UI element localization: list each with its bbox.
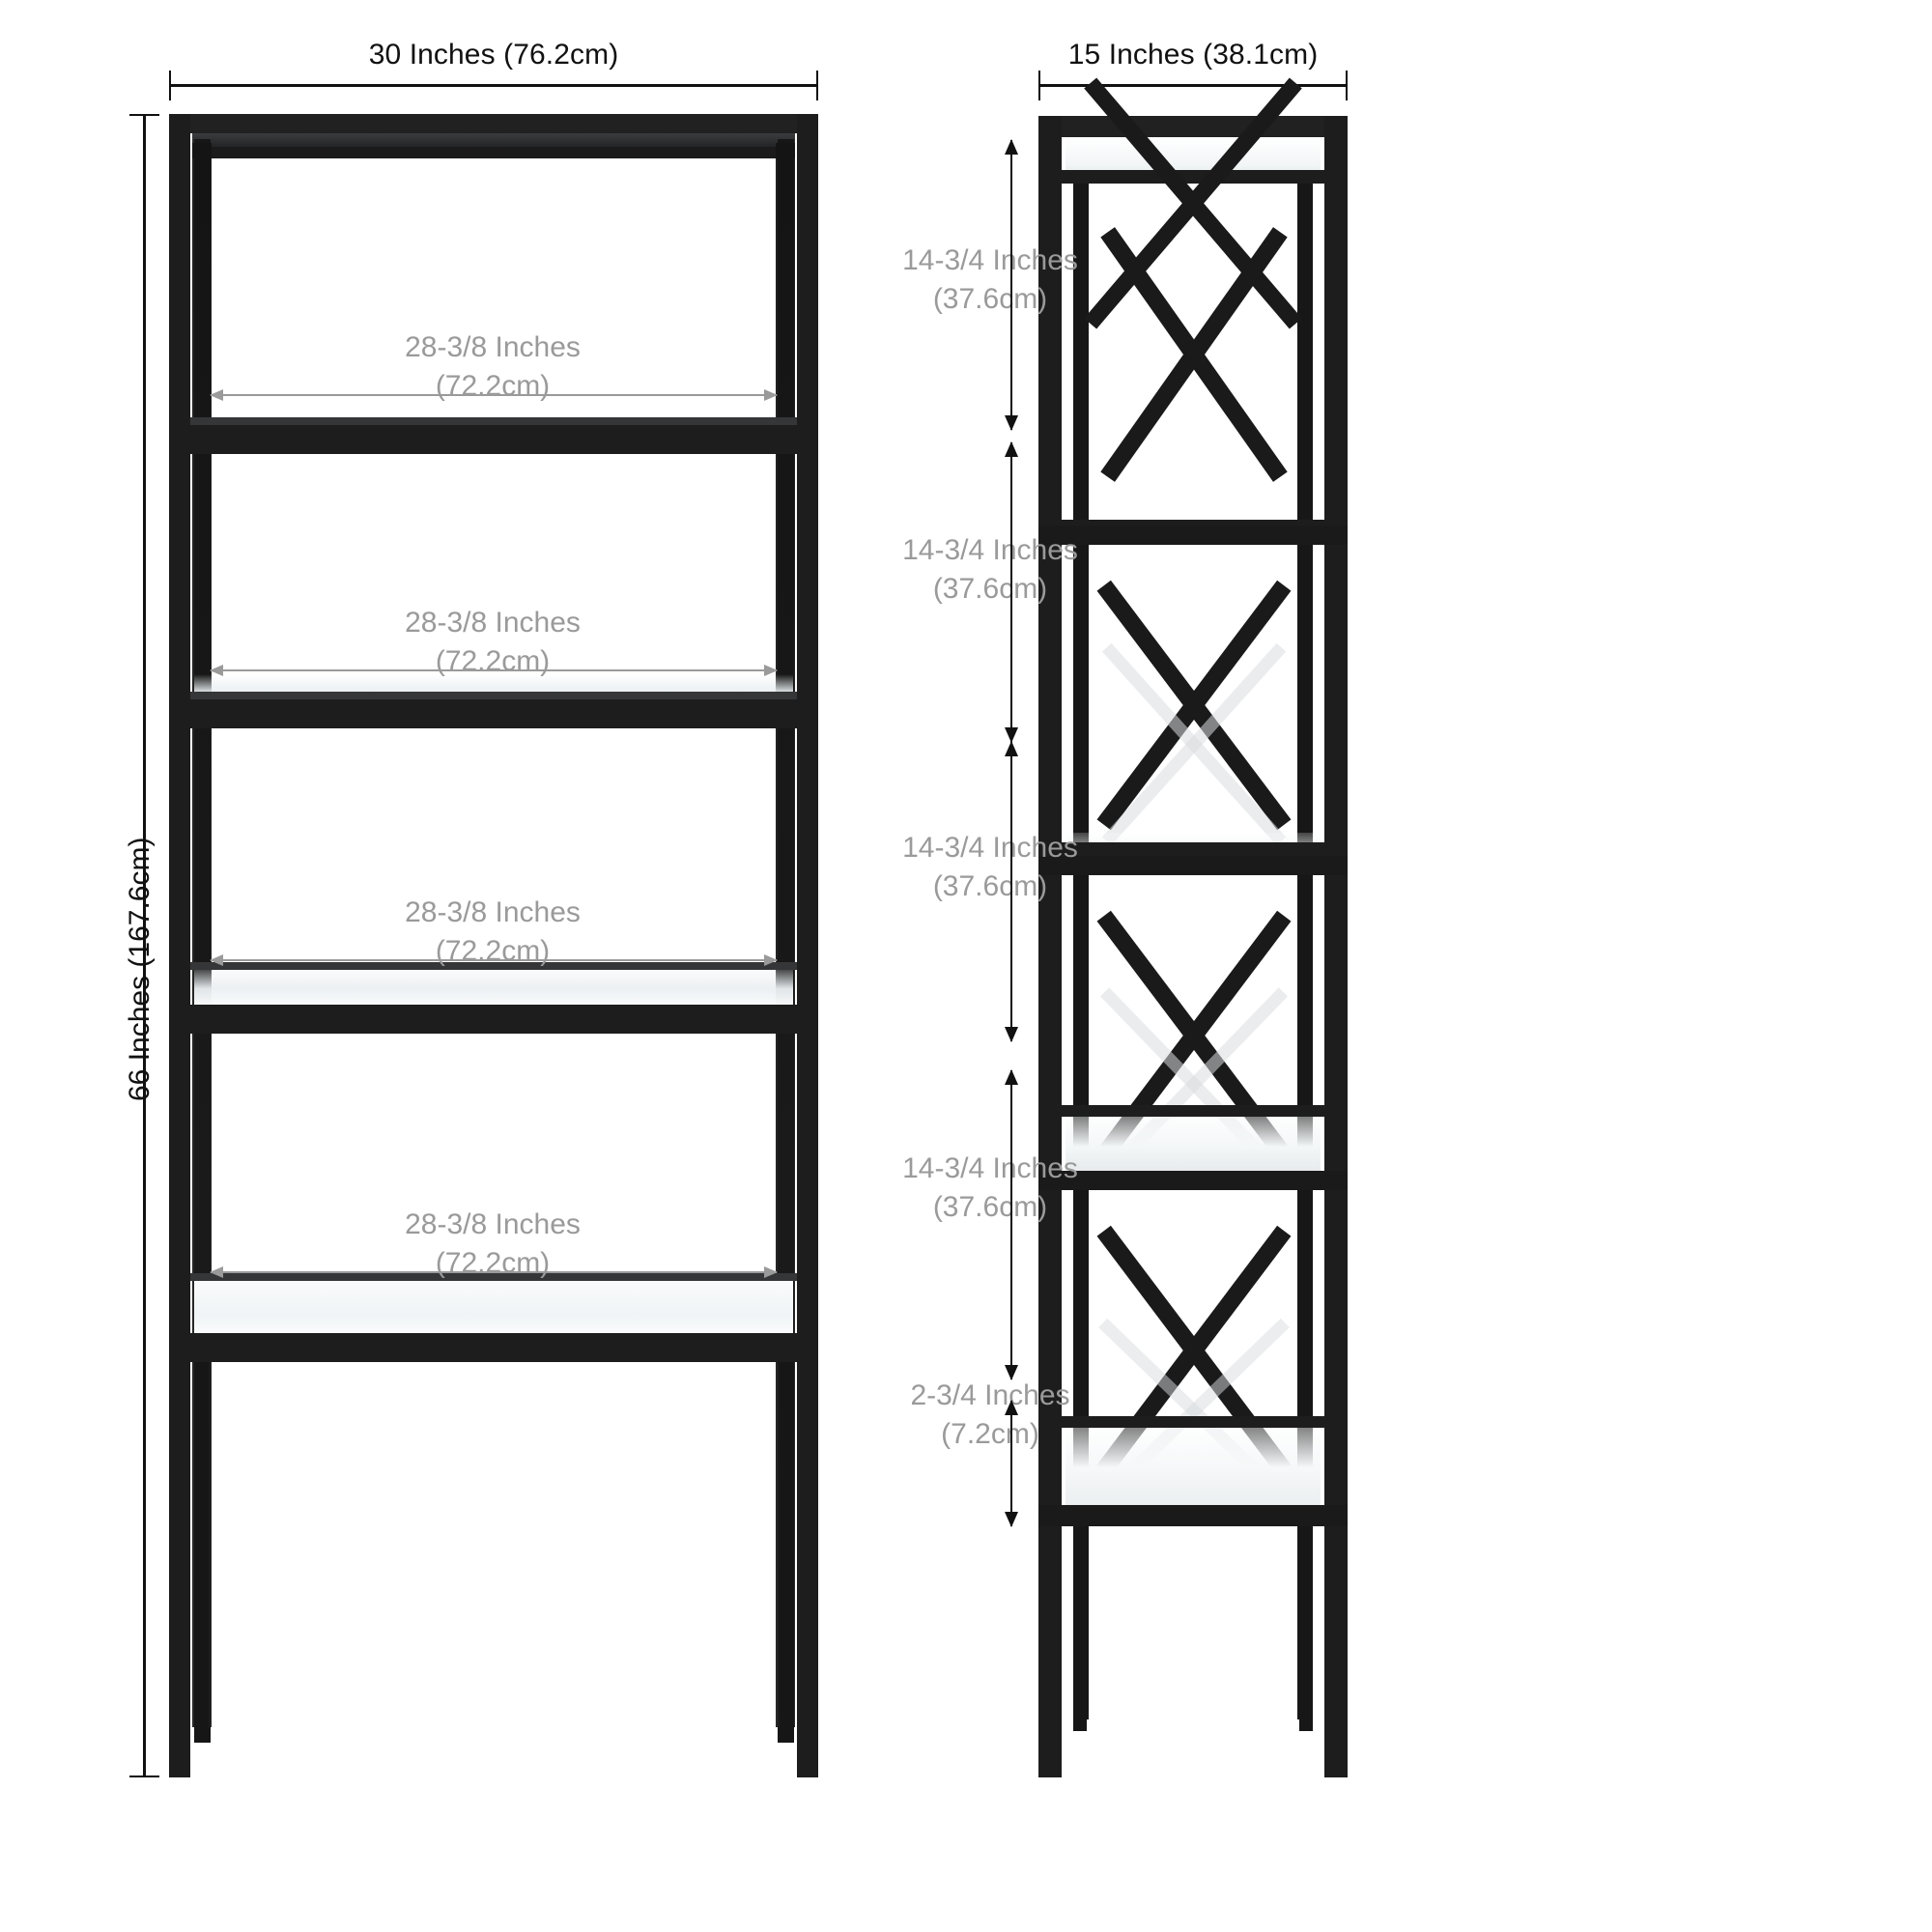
front-shelf-width-cm-3: (72.2cm) [435,934,551,967]
overall-depth-dimension-line [1038,84,1348,87]
front-shelf-width-cm-1: (72.2cm) [435,369,551,402]
front-shelf-width-inches-2: 28-3/8 Inches [405,607,581,639]
rear-left-leg [194,1362,209,1743]
front-shelf-width-label-2: 28-3/8 Inches (72.2cm) [285,604,700,680]
front-shelf-width-arrow-2 [210,665,778,676]
side-shelf-height-cm-2: (37.6cm) [932,572,1048,605]
front-shelf-width-inches-3: 28-3/8 Inches [405,896,581,928]
side-shelf-height-label-4: 14-3/4 Inches (37.6cm) [831,1150,1150,1226]
side-shelf-height-arrow-2 [1005,441,1018,743]
top-shelf-glass [192,133,795,147]
shelf-2-top-edge [190,417,797,425]
side-left-leg [1038,1526,1062,1777]
front-shelf-width-label-3: 28-3/8 Inches (72.2cm) [285,894,700,970]
side-shelf-height-inches-2: 14-3/4 Inches [902,534,1078,566]
side-shelf-3-rail [1062,842,1324,856]
side-shelf-height-label-2: 14-3/4 Inches (37.6cm) [831,531,1150,608]
side-left-inner-post [1073,174,1089,1719]
side-leg-clearance-cm: (7.2cm) [941,1417,1039,1450]
side-left-post [1038,116,1062,1777]
side-shelf-height-inches-4: 14-3/4 Inches [902,1152,1078,1184]
shelf-4-rail [169,1005,818,1034]
overall-height-dimension-line [143,114,146,1777]
side-shelf-height-label-3: 14-3/4 Inches (37.6cm) [831,829,1150,905]
side-right-inner-post [1297,174,1313,1719]
side-view-bookcase [1038,77,1348,1777]
shelf-4-glass [194,964,793,1009]
front-shelf-width-arrow-3 [210,954,778,966]
side-shelf-3-front-rail [1038,856,1348,875]
side-shelf-5-glass [1065,1422,1321,1505]
side-top-rail [1038,116,1348,137]
side-right-inner-leg [1299,1526,1313,1731]
shelf-5-rail [169,1333,818,1362]
depth-tick-left [1038,71,1040,100]
front-shelf-width-inches-4: 28-3/8 Inches [405,1208,581,1240]
overall-width-dimension-line [169,84,818,87]
side-shelf-height-label-1: 14-3/4 Inches (37.6cm) [831,242,1150,318]
front-shelf-width-cm-4: (72.2cm) [435,1246,551,1279]
side-leg-clearance-label: 2-3/4 Inches (7.2cm) [831,1377,1150,1453]
side-shelf-5-rail [1062,1416,1324,1428]
shelf-5-top-edge [190,1273,797,1281]
front-view-bookcase [169,114,818,1777]
side-shelf-4-front-rail [1038,1171,1348,1190]
side-shelf-4-rail [1062,1105,1324,1117]
side-shelf-height-arrow-4 [1005,1069,1018,1380]
side-left-inner-leg [1073,1526,1087,1731]
front-shelf-width-arrow-1 [210,389,778,401]
width-tick-left [169,71,171,100]
shelf-3-top-edge [190,692,797,699]
side-shelf-height-inches-3: 14-3/4 Inches [902,832,1078,864]
front-right-leg [797,1362,818,1777]
top-shelf-front-edge [192,147,795,158]
side-shelf-height-cm-3: (37.6cm) [932,869,1048,902]
height-tick-top [129,114,159,116]
rear-right-leg [780,1362,794,1743]
side-shelf-1-rail [1062,170,1324,184]
side-shelf-height-inches-1: 14-3/4 Inches [902,244,1078,276]
side-shelf-height-cm-1: (37.6cm) [932,282,1048,315]
overall-depth-label: 15 Inches (38.1cm) [1067,39,1319,71]
overall-height-label: 66 Inches (167.6cm) [124,837,156,1101]
side-leg-clearance-arrow [1005,1400,1018,1527]
front-shelf-width-cm-2: (72.2cm) [435,644,551,677]
height-tick-bottom [129,1776,159,1777]
side-bay1-x [1073,184,1313,524]
front-left-leg [169,1362,190,1777]
width-tick-right [816,71,818,100]
side-shelf-height-cm-4: (37.6cm) [932,1190,1048,1223]
side-shelf-height-arrow-1 [1005,139,1018,431]
front-shelf-width-inches-1: 28-3/8 Inches [405,331,581,363]
side-shelf-4-glass [1065,1111,1321,1171]
front-shelf-width-arrow-4 [210,1266,778,1278]
front-shelf-width-label-1: 28-3/8 Inches (72.2cm) [285,328,700,405]
side-shelf-2-front-rail [1038,526,1348,545]
shelf-2-rail [169,425,818,454]
side-shelf-5-front-rail [1038,1505,1348,1526]
side-right-post [1324,116,1348,1777]
side-shelf-height-arrow-3 [1005,741,1018,1042]
shelf-4-top-edge [190,962,797,970]
overall-width-label: 30 Inches (76.2cm) [368,39,619,71]
side-leg-clearance-inches: 2-3/4 Inches [910,1379,1070,1411]
shelf-5-glass [194,1279,793,1339]
depth-tick-right [1346,71,1348,100]
front-shelf-width-label-4: 28-3/8 Inches (72.2cm) [285,1206,700,1282]
side-right-leg [1324,1526,1348,1777]
shelf-3-rail [169,699,818,728]
top-frame-rail [169,114,818,133]
